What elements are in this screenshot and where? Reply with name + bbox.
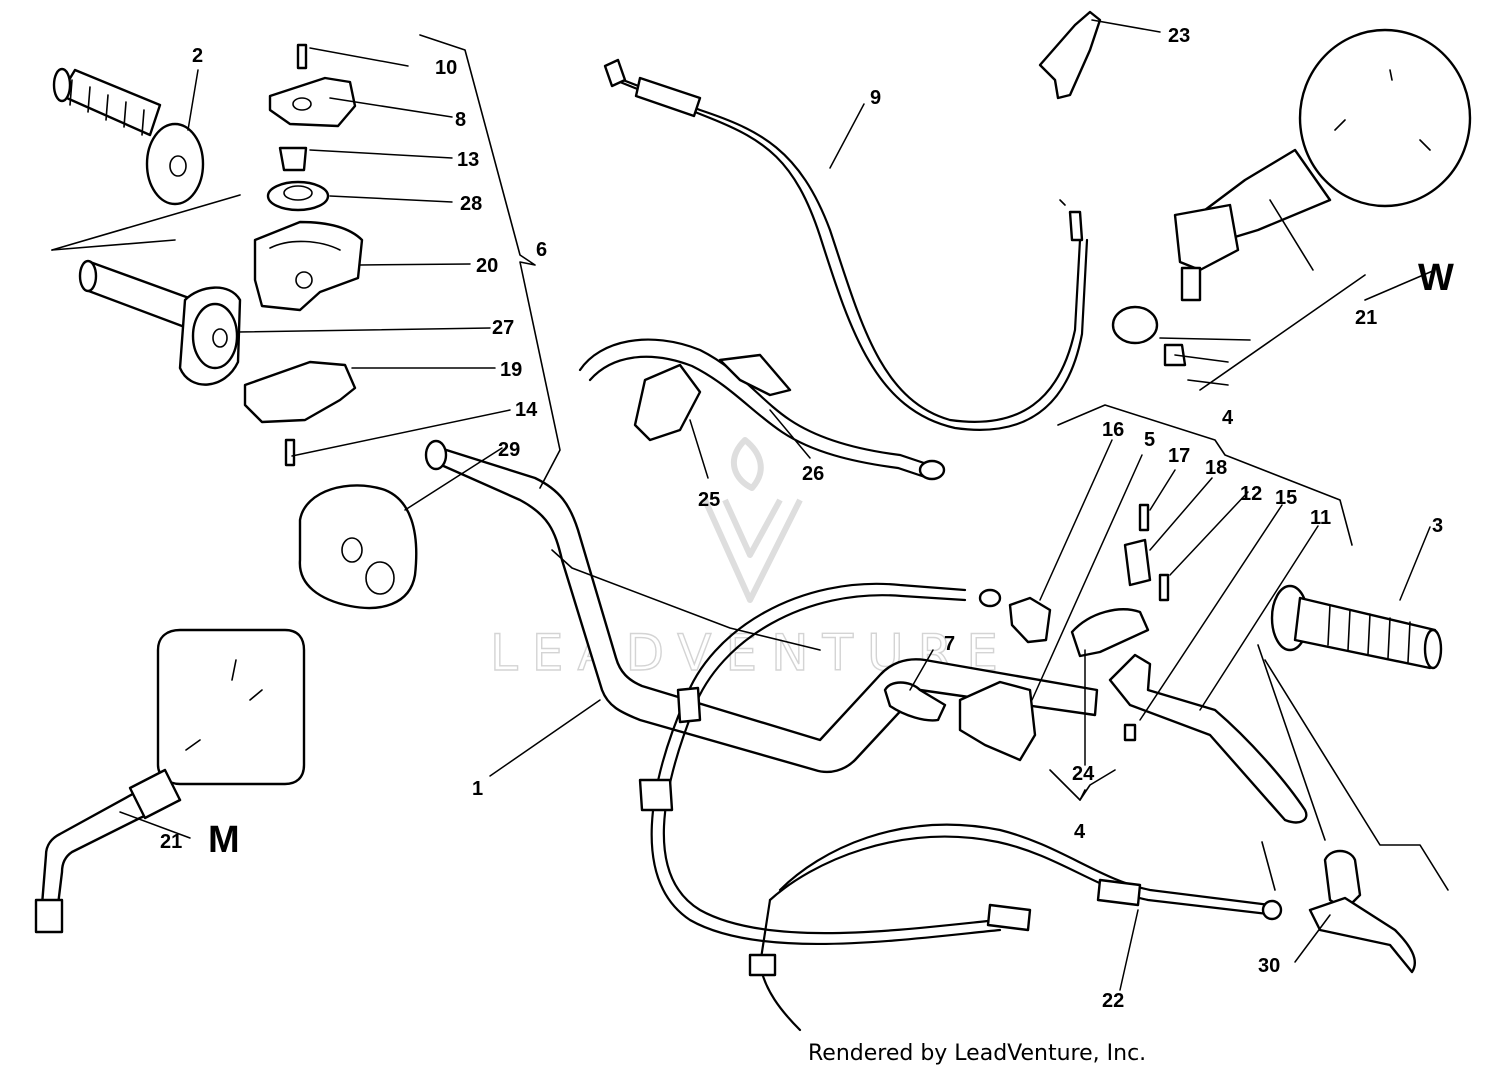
switch-harness: [578, 338, 946, 481]
callout-13: 13: [457, 149, 479, 171]
callout-30: 30: [1258, 955, 1280, 977]
callout-29: 29: [498, 439, 520, 461]
callout-22: 22: [1102, 990, 1124, 1012]
callout-28: 28: [460, 193, 482, 215]
callout-21-left: 21: [160, 831, 182, 853]
callout-1: 1: [472, 778, 483, 800]
left-mirror: [34, 628, 306, 934]
brake-lever: [1108, 653, 1308, 824]
variant-label-m: M: [208, 819, 240, 861]
render-credit: Rendered by LeadVenture, Inc.: [808, 1041, 1146, 1066]
clutch-cable: [638, 582, 1002, 946]
callout-4-bottom: 4: [1074, 821, 1086, 843]
callout-3: 3: [1432, 515, 1443, 537]
callout-24: 24: [1072, 763, 1095, 785]
callout-18: 18: [1205, 457, 1227, 479]
parking-brake-lever: [1308, 849, 1417, 974]
handlebar: [424, 439, 1099, 774]
brake-cable: [748, 823, 1283, 1032]
callout-7: 7: [944, 633, 955, 655]
variant-label-w: W: [1418, 257, 1454, 299]
callout-labels: 1 2 3 4 4 5 6 7 8 9 10 11 12 13 14 15 16…: [160, 25, 1443, 1012]
callout-11: 11: [1310, 507, 1331, 529]
throttle-cable: [603, 58, 1089, 431]
leader-lines: [51, 19, 1449, 991]
callout-14: 14: [515, 399, 538, 421]
throttle-cap: [266, 43, 357, 212]
throttle-housing: [253, 220, 364, 312]
callout-15: 15: [1275, 487, 1297, 509]
callout-5: 5: [1144, 429, 1155, 451]
callout-9: 9: [870, 87, 881, 109]
callout-4-top: 4: [1222, 407, 1234, 429]
callout-12: 12: [1240, 483, 1262, 505]
left-grip: [52, 67, 205, 206]
callout-21-right: 21: [1355, 307, 1377, 329]
clutch-perch: [958, 503, 1170, 762]
callout-26: 26: [802, 463, 824, 485]
switch-housing: [298, 484, 418, 610]
callout-20: 20: [476, 255, 498, 277]
callout-8: 8: [455, 109, 466, 131]
callout-17: 17: [1168, 445, 1190, 467]
throttle-tube: [78, 259, 242, 386]
callout-23: 23: [1168, 25, 1190, 47]
callout-6: 6: [536, 239, 547, 261]
right-mirror: [1111, 28, 1472, 367]
right-grip: [1270, 584, 1443, 670]
callout-27: 27: [492, 317, 514, 339]
cable-bracket: [1038, 10, 1102, 100]
callout-16: 16: [1102, 419, 1124, 441]
throttle-lower-clamp: [243, 360, 357, 467]
callout-25: 25: [698, 489, 720, 511]
callout-10: 10: [435, 57, 457, 79]
callout-2: 2: [192, 45, 203, 67]
callout-19: 19: [500, 359, 522, 381]
